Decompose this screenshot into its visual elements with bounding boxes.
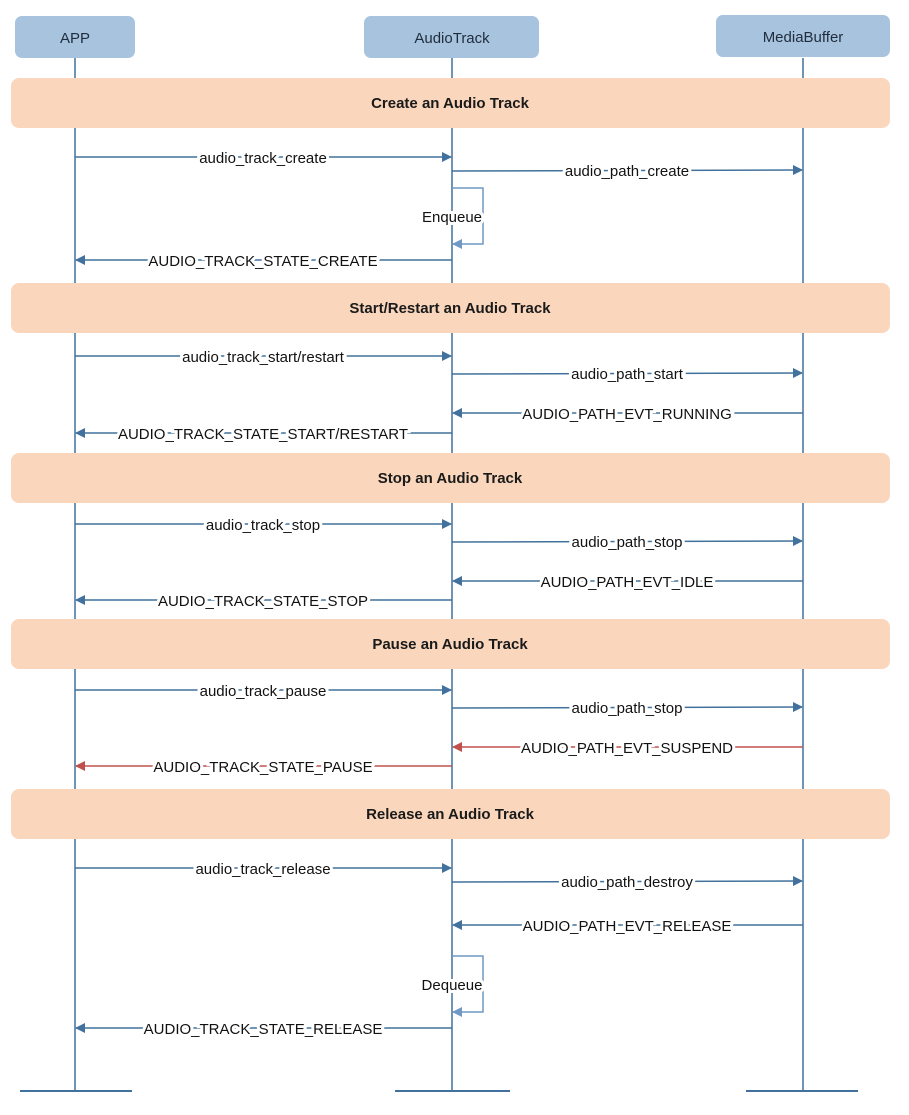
message-audio-track-state-stop: AUDIO_TRACK_STATE_STOP bbox=[75, 590, 452, 613]
message-label: AUDIO_TRACK_STATE_RELEASE bbox=[144, 1021, 383, 1038]
message-audio-track-pause: audio_track_pause bbox=[75, 680, 452, 703]
message-audio-track-create: audio_track_create bbox=[75, 147, 452, 170]
message-audio-track-start-restart: audio_track_start/restart bbox=[75, 346, 452, 369]
section-pause: Pause an Audio Track bbox=[11, 619, 890, 669]
message-label: AUDIO_PATH_EVT_IDLE bbox=[541, 574, 714, 591]
message-label: AUDIO_PATH_EVT_RUNNING bbox=[522, 406, 731, 423]
participant-mediabuffer-label: MediaBuffer bbox=[763, 29, 844, 46]
message-audio-path-destroy: audio_path_destroy bbox=[451, 871, 803, 894]
message-label: audio_path_stop bbox=[572, 534, 683, 551]
message-audio-path-stop: audio_path_stop bbox=[451, 531, 803, 554]
message-label: audio_track_create bbox=[199, 150, 327, 167]
message-audio-path-evt-idle: AUDIO_PATH_EVT_IDLE bbox=[452, 571, 803, 594]
participant-mediabuffer: MediaBuffer bbox=[716, 15, 890, 57]
self-message-enqueue: Enqueue bbox=[419, 187, 485, 249]
self-message-dequeue: Dequeue bbox=[419, 955, 485, 1017]
section-release-title: Release an Audio Track bbox=[366, 806, 535, 823]
message-audio-path-evt-suspend: AUDIO_PATH_EVT_SUSPEND bbox=[452, 737, 803, 760]
message-label: AUDIO_TRACK_STATE_START/RESTART bbox=[118, 426, 408, 443]
section-start-title: Start/Restart an Audio Track bbox=[349, 300, 551, 317]
message-audio-path-evt-running: AUDIO_PATH_EVT_RUNNING bbox=[452, 403, 803, 426]
message-label: Enqueue bbox=[422, 209, 482, 226]
message-label: AUDIO_TRACK_STATE_STOP bbox=[158, 593, 368, 610]
message-audio-track-state-pause: AUDIO_TRACK_STATE_PAUSE bbox=[75, 756, 452, 779]
message-label: AUDIO_TRACK_STATE_PAUSE bbox=[153, 759, 372, 776]
message-label: AUDIO_PATH_EVT_RELEASE bbox=[523, 918, 732, 935]
participant-app: APP bbox=[15, 16, 135, 58]
message-label: audio_path_start bbox=[571, 366, 684, 383]
message-audio-path-create: audio_path_create bbox=[451, 160, 803, 183]
section-create: Create an Audio Track bbox=[11, 78, 890, 128]
participant-audiotrack: AudioTrack bbox=[364, 16, 539, 58]
message-label: audio_path_stop bbox=[572, 700, 683, 717]
message-label: audio_track_pause bbox=[200, 683, 327, 700]
section-stop: Stop an Audio Track bbox=[11, 453, 890, 503]
message-audio-track-state-start-restart: AUDIO_TRACK_STATE_START/RESTART bbox=[75, 423, 452, 446]
section-stop-title: Stop an Audio Track bbox=[378, 470, 523, 487]
message-audio-path-stop-pause: audio_path_stop bbox=[451, 697, 803, 720]
message-label: audio_path_create bbox=[565, 163, 689, 180]
message-audio-path-start: audio_path_start bbox=[451, 363, 803, 386]
participant-app-label: APP bbox=[60, 30, 90, 47]
message-audio-path-evt-release: AUDIO_PATH_EVT_RELEASE bbox=[452, 915, 803, 938]
message-audio-track-state-release: AUDIO_TRACK_STATE_RELEASE bbox=[75, 1018, 452, 1041]
section-create-title: Create an Audio Track bbox=[371, 95, 529, 112]
message-label: AUDIO_TRACK_STATE_CREATE bbox=[148, 253, 377, 270]
message-label: AUDIO_PATH_EVT_SUSPEND bbox=[521, 740, 733, 757]
message-label: Dequeue bbox=[422, 977, 483, 994]
message-label: audio_track_start/restart bbox=[182, 349, 345, 366]
section-pause-title: Pause an Audio Track bbox=[372, 636, 528, 653]
message-label: audio_track_release bbox=[195, 861, 330, 878]
message-audio-track-state-create: AUDIO_TRACK_STATE_CREATE bbox=[75, 250, 452, 273]
message-audio-track-stop: audio_track_stop bbox=[75, 514, 452, 537]
section-start: Start/Restart an Audio Track bbox=[11, 283, 890, 333]
message-label: audio_track_stop bbox=[206, 517, 320, 534]
section-release: Release an Audio Track bbox=[11, 789, 890, 839]
message-label: audio_path_destroy bbox=[561, 874, 693, 891]
participant-audiotrack-label: AudioTrack bbox=[414, 30, 490, 47]
message-audio-track-release: audio_track_release bbox=[75, 858, 452, 881]
